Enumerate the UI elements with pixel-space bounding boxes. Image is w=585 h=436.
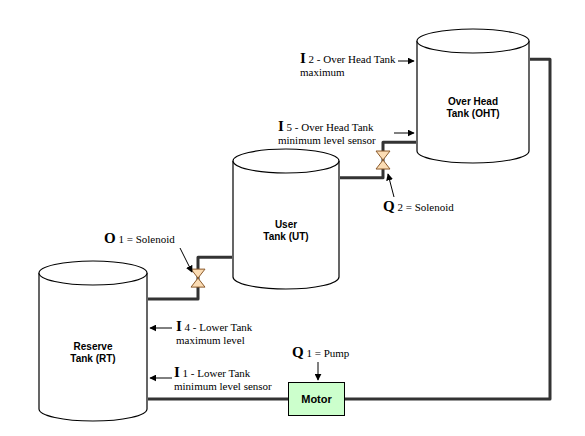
signal-label: Q 2 = Solenoid [383,200,473,214]
signal-label: I 2 - Over Head Tank maximum [300,52,396,79]
pipe [340,142,416,178]
tank-body [417,41,529,163]
solenoid-valve [376,151,390,169]
tank-label: Over Head Tank (OHT) [441,96,505,120]
motor-box: Motor [288,382,345,416]
signal-label: Q 1 = Pump [292,346,372,360]
overhead-tank: Over Head Tank (OHT) [416,28,530,164]
leader-arrow [318,362,319,380]
tank-label: User Tank (UT) [263,219,309,243]
leader-arrow [150,328,172,329]
tank-top [39,261,147,285]
tank-body [39,273,147,421]
tank-label: Reserve Tank (RT) [65,341,121,365]
signal-label: I 5 - Over Head Tank minimum level senso… [278,120,392,147]
tank-top [417,29,529,53]
pipe [148,257,232,299]
leader-arrow [394,133,414,134]
leader-arrow [398,61,414,62]
user-tank: User Tank (UT) [232,148,340,290]
signal-label: I 1 - Lower Tank minimum level sensor [174,366,286,393]
pipe [148,398,288,401]
signal-label: I 4 - Lower Tank maximum level [176,320,280,347]
leader-arrow [150,378,172,379]
signal-label: O 1 = Solenoid [104,232,194,246]
tank-body [233,161,339,289]
solenoid-valve [191,269,205,287]
leader-arrow [388,174,394,197]
reserve-tank: Reserve Tank (RT) [38,260,148,422]
leader-arrow [180,248,192,272]
tank-top [233,149,339,173]
tank-label: Motor [301,393,332,405]
